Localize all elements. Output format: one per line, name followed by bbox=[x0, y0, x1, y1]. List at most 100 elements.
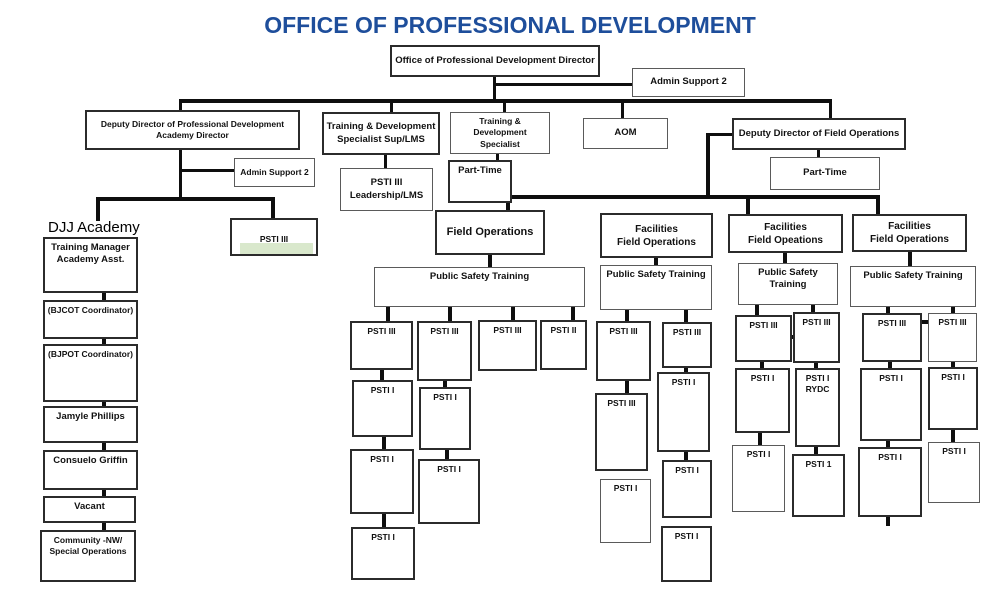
connector-line bbox=[783, 253, 787, 264]
connector-line bbox=[888, 362, 892, 369]
node-psti: PSTI I bbox=[860, 368, 922, 441]
node-pst-facilities2: Public Safety Training bbox=[738, 263, 838, 305]
connector-line bbox=[758, 433, 762, 446]
node-psti: PSTI III bbox=[662, 322, 712, 368]
connector-line bbox=[788, 335, 797, 339]
node-facilities3-header: Facilities Field Operations bbox=[852, 214, 967, 252]
node-pst-facilities1: Public Safety Training bbox=[600, 265, 712, 310]
connector-line bbox=[390, 99, 393, 114]
connector-line bbox=[684, 452, 688, 461]
node-psti: PSTI I bbox=[600, 479, 651, 543]
node-jamyle-phillips: Jamyle Phillips bbox=[43, 406, 138, 443]
connector-line bbox=[506, 195, 879, 199]
psti3-highlight-label: PSTI III bbox=[259, 234, 289, 245]
node-pst-field-ops: Public Safety Training bbox=[374, 267, 585, 307]
node-td-specialist-sup: Training & Development Specialist Sup/LM… bbox=[322, 112, 440, 155]
node-psti: PSTI III bbox=[862, 313, 922, 362]
connector-line bbox=[443, 381, 447, 388]
connector-line bbox=[760, 362, 764, 369]
connector-line bbox=[102, 339, 106, 345]
node-psti: PSTI III bbox=[478, 320, 537, 371]
node-psti: PSTI III bbox=[595, 393, 648, 471]
connector-line bbox=[829, 99, 832, 119]
node-facilities2-header: Facilities Field Opeations bbox=[728, 214, 843, 253]
connector-line bbox=[755, 305, 759, 316]
node-bjcot-coordinator: (BJCOT Coordinator) bbox=[43, 300, 138, 339]
connector-line bbox=[96, 197, 100, 221]
node-td-specialist: Training & Development Specialist bbox=[450, 112, 550, 154]
connector-line bbox=[102, 402, 106, 407]
page-title: OFFICE OF PROFESSIONAL DEVELOPMENT bbox=[264, 12, 756, 38]
connector-line bbox=[179, 99, 182, 112]
node-psti: PSTI II bbox=[540, 320, 587, 370]
connector-line bbox=[951, 307, 955, 314]
node-director: Office of Professional Development Direc… bbox=[390, 45, 600, 77]
node-psti: PSTI I bbox=[928, 442, 980, 503]
node-psti3-leadership-lms: PSTI III Leadership/LMS bbox=[340, 168, 433, 211]
node-psti: PSTI I RYDC bbox=[795, 368, 840, 447]
connector-line bbox=[814, 447, 818, 455]
connector-line bbox=[102, 523, 106, 531]
connector-line bbox=[886, 441, 890, 448]
node-field-operations: Field Operations bbox=[435, 210, 545, 255]
connector-line bbox=[382, 514, 386, 528]
connector-line bbox=[625, 381, 629, 394]
connector-line bbox=[102, 293, 106, 301]
node-admin-support-top: Admin Support 2 bbox=[632, 68, 745, 97]
connector-line bbox=[684, 310, 688, 323]
node-psti: PSTI I bbox=[661, 526, 712, 582]
connector-line bbox=[179, 169, 235, 172]
node-part-time-specialist: Part-Time bbox=[448, 160, 512, 203]
node-psti: PSTI I bbox=[419, 387, 471, 450]
connector-line bbox=[271, 197, 275, 219]
node-pst-facilities3: Public Safety Training bbox=[850, 266, 976, 307]
node-aom: AOM bbox=[583, 118, 668, 149]
node-psti3-highlight: PSTI III bbox=[230, 218, 318, 256]
connector-line bbox=[384, 155, 387, 169]
connector-line bbox=[814, 363, 818, 369]
node-training-manager: Training Manager Academy Asst. bbox=[43, 237, 138, 293]
connector-line bbox=[684, 368, 688, 373]
connector-line bbox=[886, 307, 890, 314]
connector-line bbox=[511, 307, 515, 321]
connector-line bbox=[817, 150, 820, 158]
connector-line bbox=[445, 450, 449, 460]
connector-line bbox=[493, 83, 633, 86]
node-psti: PSTI I bbox=[351, 527, 415, 580]
connector-line bbox=[506, 195, 510, 212]
node-psti: PSTI I bbox=[418, 459, 480, 524]
connector-line bbox=[96, 197, 275, 201]
connector-line bbox=[571, 307, 575, 321]
node-psti: PSTI III bbox=[350, 321, 413, 370]
node-psti: PSTI I bbox=[858, 447, 922, 517]
connector-line bbox=[918, 320, 929, 324]
connector-line bbox=[706, 133, 710, 197]
connector-line bbox=[503, 99, 506, 114]
node-consuelo-griffin: Consuelo Griffin bbox=[43, 450, 138, 490]
node-community-nw: Community -NW/ Special Operations bbox=[40, 530, 136, 582]
connector-line bbox=[382, 437, 386, 450]
node-admin-support-left: Admin Support 2 bbox=[234, 158, 315, 187]
connector-line bbox=[386, 307, 390, 322]
node-psti: PSTI I bbox=[350, 449, 414, 514]
connector-line bbox=[102, 490, 106, 497]
connector-line bbox=[811, 305, 815, 313]
node-deputy-director-pd: Deputy Director of Professional Developm… bbox=[85, 110, 300, 150]
connector-line bbox=[380, 370, 384, 381]
node-psti: PSTI III bbox=[928, 313, 977, 362]
node-part-time-fo: Part-Time bbox=[770, 157, 880, 190]
green-highlight-bar bbox=[240, 243, 313, 254]
connector-line bbox=[179, 150, 182, 199]
connector-line bbox=[746, 195, 750, 216]
connector-line bbox=[951, 362, 955, 368]
node-psti: PSTI I bbox=[928, 367, 978, 430]
node-psti: PSTI I bbox=[657, 372, 710, 452]
node-bjpot-coordinator: (BJPOT Coordinator) bbox=[43, 344, 138, 402]
connector-line bbox=[488, 255, 492, 268]
connector-line bbox=[876, 195, 880, 215]
node-psti: PSTI III bbox=[417, 321, 472, 381]
connector-line bbox=[621, 99, 624, 119]
connector-line bbox=[886, 517, 890, 526]
node-psti: PSTI I bbox=[662, 460, 712, 518]
